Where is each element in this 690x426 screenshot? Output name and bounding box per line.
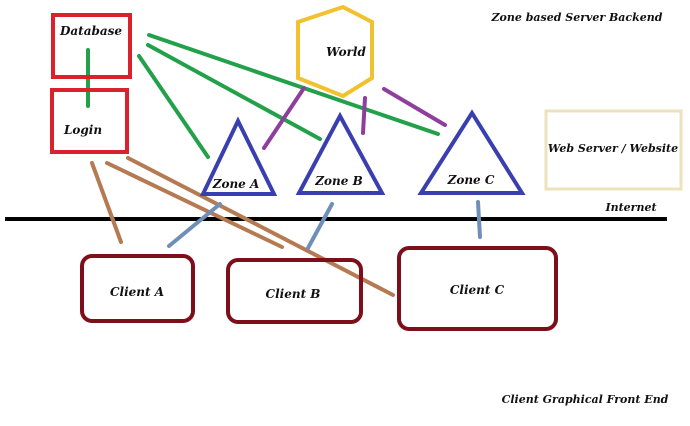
- world-links: [262, 86, 447, 150]
- world-node[interactable]: World: [296, 4, 374, 99]
- zone-c-label: Zone C: [447, 173, 495, 187]
- web-server-node[interactable]: Web Server / Website: [544, 109, 683, 191]
- link-zone-b-client-b: [306, 202, 334, 250]
- link-database-zone-b: [146, 43, 322, 141]
- database-label: Database: [59, 24, 122, 38]
- link-world-zone-c: [382, 87, 447, 127]
- client-a-node[interactable]: Client A: [80, 254, 195, 323]
- internet-label: Internet: [604, 201, 656, 214]
- zone-a-node[interactable]: Zone A: [199, 116, 278, 196]
- backend-title: Zone based Server Backend: [491, 11, 663, 24]
- zone-b-node[interactable]: Zone B: [295, 111, 386, 195]
- world-label: World: [326, 45, 366, 59]
- zone-a-label: Zone A: [212, 177, 260, 191]
- zone-client-links: [167, 200, 482, 250]
- client-b-node[interactable]: Client B: [226, 258, 363, 324]
- zone-b-label: Zone B: [314, 174, 362, 188]
- link-login-client-a: [90, 161, 123, 244]
- client-c-node[interactable]: Client C: [397, 246, 558, 331]
- client-a-label: Client A: [110, 285, 164, 299]
- login-node[interactable]: Login: [50, 88, 129, 154]
- login-label: Login: [63, 123, 102, 137]
- link-zone-a-client-a: [167, 202, 222, 248]
- web-server-label: Web Server / Website: [548, 142, 678, 155]
- link-database-zone-c: [147, 33, 440, 136]
- client-b-label: Client B: [266, 287, 321, 301]
- link-login-client-b: [105, 161, 284, 249]
- zone-c-node[interactable]: Zone C: [417, 109, 526, 195]
- link-zone-c-client-c: [476, 200, 482, 239]
- client-c-label: Client C: [450, 283, 505, 297]
- frontend-title: Client Graphical Front End: [502, 393, 669, 406]
- link-database-zone-a: [137, 54, 210, 159]
- login-links: [90, 156, 395, 297]
- database-node[interactable]: Database: [51, 13, 132, 79]
- link-login-client-c: [126, 156, 395, 297]
- link-world-zone-b: [361, 96, 367, 135]
- database-links: [86, 33, 440, 159]
- link-world-zone-a: [262, 86, 306, 150]
